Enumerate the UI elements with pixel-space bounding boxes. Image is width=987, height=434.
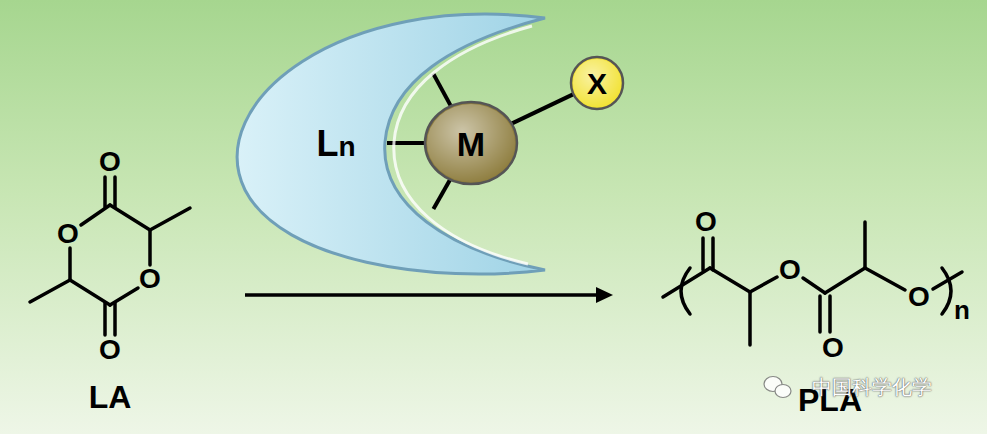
atom-label: O xyxy=(99,336,121,364)
watermark: 中国科学化学 xyxy=(812,377,932,397)
repeat-subscript: n xyxy=(954,297,970,323)
atom-label: O xyxy=(139,265,161,293)
atom-label: O xyxy=(99,148,121,176)
lactide-bonds xyxy=(30,177,190,335)
node-label: X xyxy=(587,69,607,99)
compound-label: LA xyxy=(89,381,132,413)
wechat-icon xyxy=(764,377,791,398)
node-label: M xyxy=(457,127,485,161)
polylactide-bonds xyxy=(663,222,962,345)
bond-connector xyxy=(433,180,450,209)
node-label: Ln xyxy=(316,126,355,162)
atom-label: O xyxy=(695,208,717,236)
reaction-arrow xyxy=(245,287,613,303)
metal-center: M xyxy=(423,100,519,186)
atom-label: O xyxy=(908,283,930,311)
bond-connector xyxy=(433,74,451,107)
initiator-group: X xyxy=(569,55,625,111)
bond-connector xyxy=(512,94,574,124)
atom-label: O xyxy=(779,256,801,284)
atom-label: O xyxy=(822,334,844,362)
atom-label: O xyxy=(57,220,79,248)
